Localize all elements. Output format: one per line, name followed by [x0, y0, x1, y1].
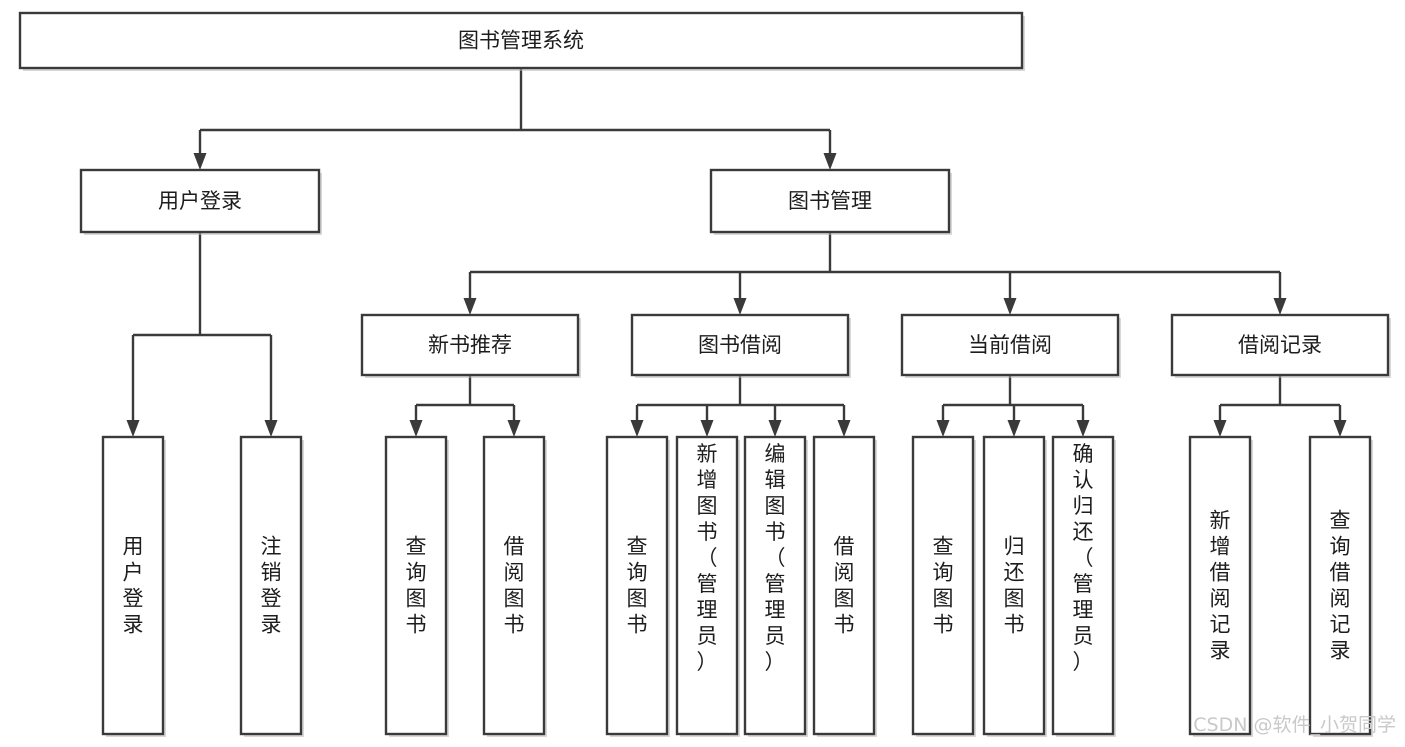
- node-level3-3[interactable]: 借阅记录: [1170, 313, 1391, 378]
- box-outline: [743, 435, 807, 736]
- arrow-head-icon: [1213, 420, 1227, 437]
- box-outline: [630, 313, 850, 377]
- node-label: 查询图书: [406, 535, 427, 637]
- node-label: 查询图书: [627, 535, 648, 637]
- node-label: 用户登录: [123, 535, 144, 637]
- node-leaf-0[interactable]: 用户登录: [101, 435, 166, 737]
- node-leaf-4[interactable]: 查询图书: [605, 435, 670, 737]
- node-level3-0[interactable]: 新书推荐: [360, 313, 581, 378]
- arrow-head-icon: [823, 153, 837, 170]
- box-outline: [482, 435, 546, 736]
- node-label: 编辑图书（管理员）: [765, 442, 786, 674]
- node-label: 用户登录: [158, 189, 242, 213]
- node-leaf-9[interactable]: 归还图书: [982, 435, 1047, 737]
- box-outline: [812, 435, 876, 736]
- node-label: 借阅记录: [1238, 333, 1322, 357]
- box-outline: [360, 313, 580, 377]
- node-leaf-3[interactable]: 借阅图书: [482, 435, 547, 737]
- arrow-head-icon: [507, 420, 521, 437]
- node-leaf-10[interactable]: 确认归还（管理员）: [1051, 435, 1116, 737]
- node-leaf-5[interactable]: 新增图书（管理员）: [675, 435, 740, 737]
- node-leaf-8[interactable]: 查询图书: [911, 435, 976, 737]
- node-label: 借阅图书: [834, 535, 855, 637]
- node-leaf-1[interactable]: 注销登录: [239, 435, 304, 737]
- arrow-head-icon: [1076, 420, 1090, 437]
- arrow-head-icon: [463, 298, 477, 315]
- box-outline: [18, 11, 1024, 70]
- box-outline: [239, 435, 303, 736]
- node-label: 查询图书: [933, 535, 954, 637]
- arrow-head-icon: [837, 420, 851, 437]
- node-label: 图书借阅: [698, 333, 782, 357]
- node-root[interactable]: 图书管理系统: [18, 11, 1025, 71]
- box-outline: [101, 435, 165, 736]
- node-label: 归还图书: [1004, 535, 1025, 637]
- connector-layer: [126, 68, 1347, 437]
- box-outline: [1188, 435, 1252, 736]
- node-label: 图书管理系统: [458, 29, 584, 53]
- node-label: 注销登录: [261, 535, 282, 637]
- node-level2-0[interactable]: 用户登录: [79, 168, 322, 235]
- arrow-head-icon: [1007, 420, 1021, 437]
- box-outline: [1051, 435, 1115, 736]
- csdn-watermark: CSDN @软件_小贺同学: [1193, 714, 1396, 736]
- arrow-head-icon: [1003, 298, 1017, 315]
- box-outline: [1170, 313, 1390, 377]
- node-level2-1[interactable]: 图书管理: [709, 168, 952, 235]
- arrow-head-icon: [193, 153, 207, 170]
- box-outline: [79, 168, 321, 234]
- node-label: 图书管理: [788, 189, 872, 213]
- box-outline: [605, 435, 669, 736]
- arrow-head-icon: [936, 420, 950, 437]
- arrow-head-icon: [409, 420, 423, 437]
- box-outline: [675, 435, 739, 736]
- node-leaf-12[interactable]: 查询借阅记录: [1308, 435, 1373, 737]
- node-leaf-7[interactable]: 借阅图书: [812, 435, 877, 737]
- node-label: 当前借阅: [968, 333, 1052, 357]
- box-outline: [384, 435, 448, 736]
- node-label: 查询借阅记录: [1330, 509, 1351, 663]
- box-outline: [709, 168, 951, 234]
- arrow-head-icon: [1333, 420, 1347, 437]
- box-outline: [1308, 435, 1372, 736]
- arrow-head-icon: [768, 420, 782, 437]
- arrow-head-icon: [1273, 298, 1287, 315]
- arrow-head-icon: [126, 420, 140, 437]
- arrow-head-icon: [264, 420, 278, 437]
- node-leaf-11[interactable]: 新增借阅记录: [1188, 435, 1253, 737]
- arrow-head-icon: [630, 420, 644, 437]
- node-label: 新增图书（管理员）: [697, 442, 718, 674]
- node-label: 确认归还（管理员）: [1073, 442, 1094, 674]
- node-leaf-2[interactable]: 查询图书: [384, 435, 449, 737]
- node-label: 借阅图书: [504, 535, 525, 637]
- node-layer: 图书管理系统用户登录图书管理新书推荐图书借阅当前借阅借阅记录用户登录注销登录查询…: [18, 11, 1391, 737]
- arrow-head-icon: [700, 420, 714, 437]
- node-leaf-6[interactable]: 编辑图书（管理员）: [743, 435, 808, 737]
- node-level3-2[interactable]: 当前借阅: [900, 313, 1121, 378]
- box-outline: [911, 435, 975, 736]
- box-outline: [982, 435, 1046, 736]
- box-outline: [900, 313, 1120, 377]
- node-label: 新增借阅记录: [1210, 509, 1231, 663]
- arrow-head-icon: [733, 298, 747, 315]
- node-level3-1[interactable]: 图书借阅: [630, 313, 851, 378]
- node-label: 新书推荐: [428, 333, 512, 357]
